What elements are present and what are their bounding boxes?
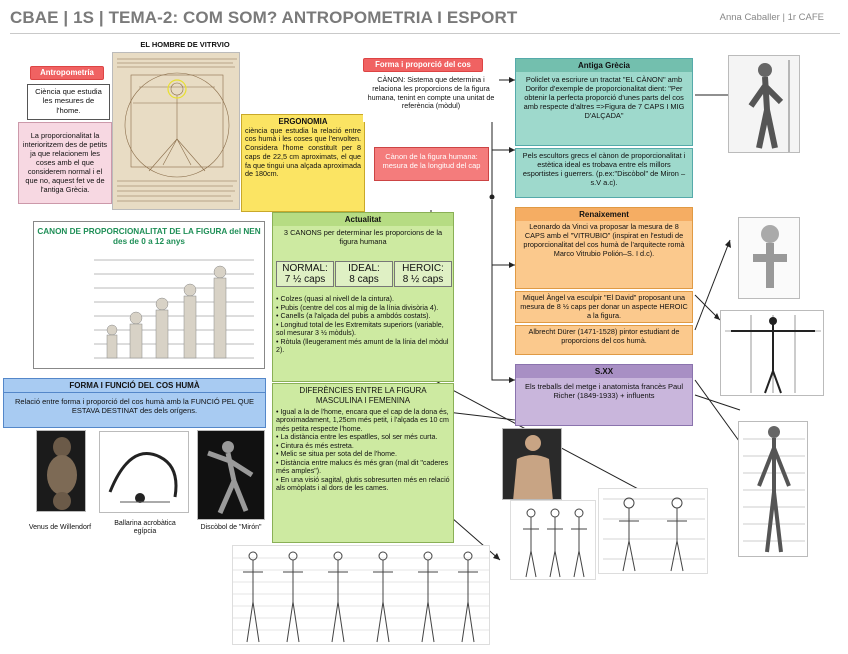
renaixement-p1: Leonardo da Vinci va proposar la mesura … <box>523 222 685 258</box>
male-female-figures-icon <box>233 551 489 643</box>
venus-figure-icon <box>47 437 77 510</box>
canon-definition-box: Cànon de la figura humana: mesura de la … <box>374 147 489 181</box>
canon-heroic-value: 8 ½ caps <box>402 274 444 285</box>
forma-funcio-box: FORMA I FUNCIÓ DEL COS HUMÀ Relació entr… <box>3 378 266 428</box>
diff-espatlles: • La distància entre les espatlles, sol … <box>276 433 438 441</box>
proportion-grid-icon <box>603 497 705 572</box>
david-figure-icon <box>753 225 787 288</box>
richer-image <box>738 421 808 557</box>
ballarina-caption: Ballarina acrobàtica egípcia <box>114 520 176 536</box>
point-pubis: • Pubis (centre del cos al mig de la lín… <box>276 303 439 312</box>
david-image <box>738 217 800 299</box>
athlete-photo <box>502 428 562 500</box>
renaixement-p2: Miquel Àngel va esculpir "El David" prop… <box>515 291 693 323</box>
forma-header: Forma i proporció del cos <box>363 58 483 72</box>
acrobat-figure-icon <box>108 452 178 503</box>
sxx-header: S.XX <box>516 365 692 379</box>
point-extremitats: • Longitud total de les Extremitats supe… <box>276 320 444 338</box>
point-rotula: • Ròtula (lleugerament més amunt de la l… <box>276 337 449 355</box>
ergonomia-title: ERGONOMIA <box>278 117 328 126</box>
renaixement-box: Renaixement Leonardo da Vinci va proposa… <box>515 207 693 289</box>
point-colzes: • Colzes (quasi al nivell de la cintura)… <box>276 295 395 303</box>
antropometria-note: La proporcionalitat la interioritzem des… <box>18 122 112 204</box>
anatomy-sketch-2 <box>598 488 708 574</box>
diferencies-title: DIFERÈNCIES ENTRE LA FIGURA MASCULINA I … <box>299 386 427 405</box>
forma-funcio-text: Relació entre forma i proporció del cos … <box>15 397 254 416</box>
diff-cintura: • Cintura és més estreta. <box>276 441 354 450</box>
actualitat-box: Actualitat 3 CANONS per determinar les p… <box>272 212 454 382</box>
athlete-torso-icon <box>513 435 553 499</box>
ballarina-image <box>99 431 189 513</box>
anatomy-sketch-1 <box>510 500 596 580</box>
vitruvio-title: EL HOMBRE DE VITRVIO <box>140 40 230 49</box>
grecia-box: Antiga Grècia Policlet va escriure un tr… <box>515 58 693 146</box>
vitruvian-man-icon <box>117 58 237 202</box>
canon-normal: NORMAL: 7 ½ caps <box>276 261 334 287</box>
durer-proportion-icon <box>725 315 821 394</box>
sxx-box: S.XX Els treballs del metge i anatomista… <box>515 364 693 426</box>
antropometria-definition: Ciència que estudia les mesures de l'hom… <box>27 84 110 120</box>
discobol-image <box>197 430 265 520</box>
actualitat-header: Actualitat <box>273 213 453 227</box>
canons-row: NORMAL: 7 ½ caps IDEAL: 8 caps HEROIC: 8… <box>276 261 452 287</box>
canon-nen-title: CANON DE PROPORCIONALITAT DE LA FIGURA d… <box>37 227 261 246</box>
canon-normal-value: 7 ½ caps <box>284 274 326 285</box>
richer-proportion-icon <box>743 426 805 553</box>
diff-maluc: • Distància entre malucs és més gran (ma… <box>276 458 449 476</box>
ergonomia-box: ERGONOMIA ciència que estudia la relació… <box>241 114 365 212</box>
doriforo-image <box>728 55 800 153</box>
diferencies-box: DIFERÈNCIES ENTRE LA FIGURA MASCULINA I … <box>272 383 454 543</box>
venus-image <box>36 430 86 512</box>
statue-figure-icon <box>748 60 790 152</box>
diff-glutis: • En una visió sagital, glutis sobresurt… <box>276 475 450 493</box>
canon-heroic-name: HEROIC: <box>402 263 444 274</box>
author-label: Anna Caballer | 1r CAFE <box>719 12 824 23</box>
discobol-caption: Discòbol de "Mirón" <box>200 524 262 531</box>
forma-text: CÀNON: Sistema que determina i relaciona… <box>363 74 499 122</box>
renaixement-p3: Albrecht Dürer (1471-1528) pintor estudi… <box>515 325 693 355</box>
canon-ideal: IDEAL: 8 caps <box>335 261 393 287</box>
canon-ideal-value: 8 caps <box>349 274 379 285</box>
antropometria-header: Antropometría <box>30 66 104 80</box>
vitruvian-man-image <box>112 52 240 210</box>
header-divider <box>10 33 840 34</box>
sxx-text: Els treballs del metge i anatomista fran… <box>525 382 683 401</box>
forma-funcio-header: FORMA I FUNCIÓ DEL COS HUMÀ <box>4 379 265 394</box>
actualitat-intro: 3 CANONS per determinar les proporcions … <box>283 228 443 247</box>
diferencies-points: • Igual a la de l'home, encara que el ca… <box>276 408 450 493</box>
point-canells: • Canells (a l'alçada del pubis a ambdós… <box>276 312 431 320</box>
actualitat-points: • Colzes (quasi al nivell de la cintura)… <box>276 295 452 355</box>
grecia-p1: Policlet va escriure un tractat "EL CÀNO… <box>523 75 685 121</box>
grecia-header: Antiga Grècia <box>516 59 692 73</box>
renaixement-header: Renaixement <box>516 208 692 222</box>
discobol-figure-icon <box>207 441 254 515</box>
diff-melic: • Melic se situa per sota del de l'home. <box>276 450 397 458</box>
diff-cap: • Igual a la de l'home, encara que el ca… <box>276 407 449 433</box>
children-proportion-icon <box>94 259 254 359</box>
canon-nen-box: CANON DE PROPORCIONALITAT DE LA FIGURA d… <box>33 221 265 369</box>
venus-caption: Venus de Willendorf <box>28 524 92 531</box>
canon-ideal-name: IDEAL: <box>348 263 380 274</box>
grecia-p2: Pels escultors grecs el cànon de proporc… <box>515 148 693 198</box>
ergonomia-text: ciència que estudia la relació entre cos… <box>245 125 361 179</box>
page-title: CBAE | 1S | TEMA-2: COM SOM? ANTROPOMETR… <box>10 8 518 27</box>
canon-heroic: HEROIC: 8 ½ caps <box>394 261 452 287</box>
canon-normal-name: NORMAL: <box>282 263 328 274</box>
anatomy-figures-icon <box>523 508 587 578</box>
durer-image <box>720 310 824 396</box>
male-female-figures-image <box>232 545 490 645</box>
